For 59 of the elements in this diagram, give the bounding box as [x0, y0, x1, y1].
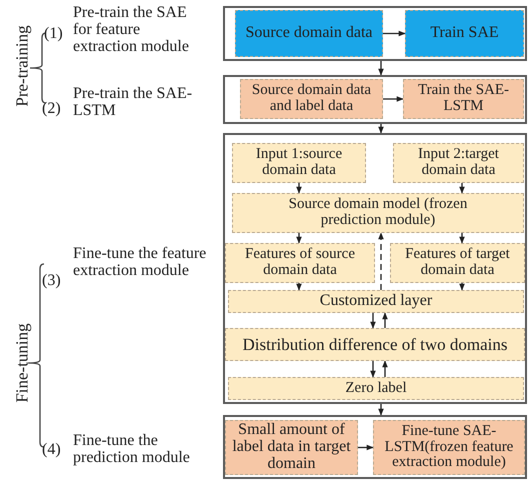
arrow	[459, 233, 465, 244]
process-box	[393, 143, 524, 183]
group-frame	[223, 6, 527, 61]
process-box	[232, 143, 366, 183]
process-box	[225, 420, 358, 475]
box-text: Zero label	[344, 380, 408, 396]
process-box	[232, 193, 524, 233]
group-frame	[223, 133, 527, 404]
step-label: Fine-tune the feature extraction module	[73, 245, 208, 279]
box-text: Customized layer	[318, 293, 434, 310]
group-label: Fine-tuning	[14, 323, 30, 403]
process-box	[235, 10, 383, 57]
process-box	[225, 328, 525, 361]
arrow	[378, 124, 384, 134]
box-text: Input 1:source domain data	[254, 147, 344, 179]
box-text: Fine-tune SAE-LSTM(frozen feature extraction module)	[384, 424, 514, 472]
box-text: Features of target domain data	[404, 247, 511, 279]
process-box	[240, 79, 383, 119]
box-text: Source domain model (frozen prediction module)	[288, 197, 468, 229]
arrow	[382, 312, 388, 328]
process-box	[403, 79, 524, 119]
step-label: Fine-tune the prediction module	[73, 432, 191, 466]
arrow	[459, 183, 465, 194]
arrow	[378, 61, 384, 76]
arrow	[459, 283, 465, 291]
arrow	[296, 183, 302, 194]
box-text: Train the SAE-LSTM	[416, 83, 510, 115]
box-text: Input 2:target domain data	[417, 147, 500, 179]
step-number: (4)	[42, 441, 61, 458]
box-text: Source domain data	[244, 25, 374, 42]
step-number: (2)	[42, 100, 61, 117]
arrow	[296, 233, 302, 244]
process-box	[228, 290, 524, 313]
process-box	[405, 10, 524, 57]
arrow	[370, 361, 376, 378]
box-text: Small amount of label data in target domain	[231, 422, 352, 473]
arrow	[383, 30, 406, 36]
group-label: Pre-training	[14, 25, 30, 107]
process-box	[225, 243, 375, 283]
group-frame	[223, 75, 527, 124]
arrow	[358, 444, 374, 450]
box-text: Source domain data and label data	[250, 83, 372, 115]
arrow	[382, 360, 388, 377]
arrow	[296, 283, 302, 291]
step-label: Pre-train the SAE-LSTM	[73, 85, 194, 119]
process-box	[373, 420, 525, 475]
box-text: Features of source domain data	[244, 247, 356, 279]
step-label: Pre-train the SAE for feature extraction module	[73, 4, 190, 55]
step-number: (1)	[44, 25, 63, 42]
arrow	[378, 232, 384, 290]
arrow	[378, 404, 384, 416]
arrow	[370, 313, 376, 329]
group-frame	[223, 415, 527, 479]
process-box	[390, 243, 525, 283]
box-text: Train SAE	[429, 25, 500, 42]
step-number: (3)	[42, 272, 61, 289]
arrow	[383, 96, 404, 102]
process-box	[228, 377, 524, 400]
box-text: Distribution difference of two domains	[241, 336, 509, 354]
